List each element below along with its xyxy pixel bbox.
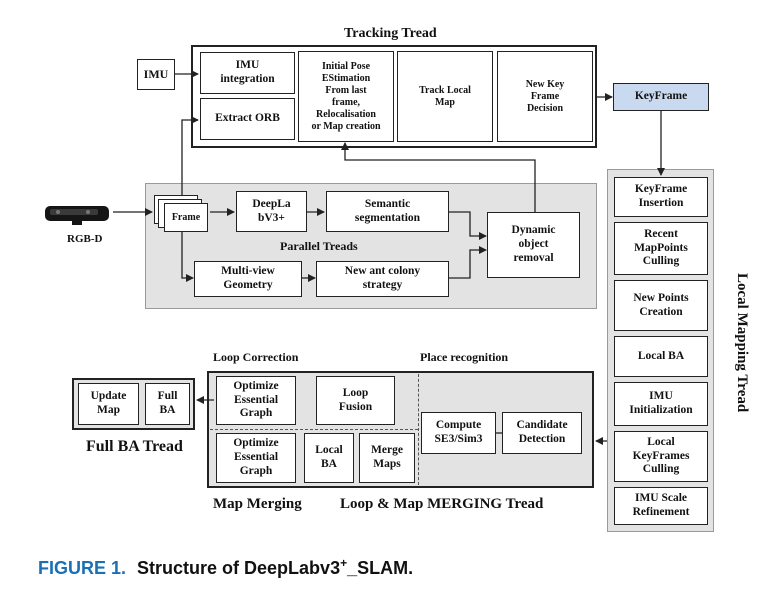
semantic-segmentation-box: Semantic segmentation	[326, 191, 449, 232]
frame-box: Frame	[164, 203, 208, 232]
local-ba-box: Local BA	[614, 336, 708, 377]
keyframe-insertion-box: KeyFrame Insertion	[614, 177, 708, 217]
dynamic-object-removal-box: Dynamic object removal	[487, 212, 580, 278]
new-points-creation-box: New Points Creation	[614, 280, 708, 331]
new-keyframe-decision-box: New Key Frame Decision	[497, 51, 593, 142]
imu-box: IMU	[137, 59, 175, 90]
deeplab-box: DeepLa bV3+	[236, 191, 307, 232]
full-ba-box: Full BA	[145, 383, 190, 425]
loop-merging-title: Loop & Map MERGING Tread	[340, 496, 544, 512]
loop-merging-border	[207, 371, 594, 488]
place-recognition-label: Place recognition	[420, 350, 509, 364]
figure-caption: FIGURE 1. Structure of DeepLabv3+_SLAM.	[38, 556, 413, 579]
merge-maps-box: Merge Maps	[359, 433, 415, 483]
rgbd-label: RGB-D	[67, 233, 103, 245]
caption-superscript: +	[340, 556, 348, 570]
imu-initialization-box: IMU Initialization	[614, 382, 708, 426]
parallel-treads-title: Parallel Treads	[280, 239, 358, 253]
figure-number: FIGURE 1.	[38, 558, 127, 578]
caption-text-end: _SLAM.	[347, 558, 414, 578]
update-map-box: Update Map	[78, 383, 139, 425]
optimize-essential-graph-box-1: Optimize Essential Graph	[216, 376, 296, 425]
loop-vertical-divider	[418, 374, 419, 485]
tracking-thread-title: Tracking Tread	[344, 26, 437, 41]
full-ba-title: Full BA Tread	[86, 438, 183, 455]
local-keyframes-culling-box: Local KeyFrames Culling	[614, 431, 708, 482]
compute-se3-sim3-box: Compute SE3/Sim3	[421, 412, 496, 454]
extract-orb-box: Extract ORB	[200, 98, 295, 140]
initial-pose-estimation-box: Initial Pose EStimation From last frame,…	[298, 51, 394, 142]
local-mapping-title: Local Mapping Tread	[734, 273, 750, 413]
loop-correction-label: Loop Correction	[213, 350, 299, 364]
loop-fusion-box: Loop Fusion	[316, 376, 395, 425]
imu-scale-refinement-box: IMU Scale Refinement	[614, 487, 708, 525]
optimize-essential-graph-box-2: Optimize Essential Graph	[216, 433, 296, 483]
track-local-map-box: Track Local Map	[397, 51, 493, 142]
multiview-geometry-box: Multi-view Geometry	[194, 261, 302, 297]
recent-mappoints-culling-box: Recent MapPoints Culling	[614, 222, 708, 275]
loop-horizontal-divider	[210, 429, 418, 430]
map-merging-label: Map Merging	[213, 496, 302, 512]
imu-integration-box: IMU integration	[200, 52, 295, 94]
loop-local-ba-box: Local BA	[304, 433, 354, 483]
rgbd-camera-icon	[44, 199, 110, 226]
keyframe-box: KeyFrame	[613, 83, 709, 111]
full-ba-border	[72, 378, 195, 430]
caption-text: Structure of DeepLabv3	[137, 558, 341, 578]
candidate-detection-box: Candidate Detection	[502, 412, 582, 454]
ant-colony-strategy-box: New ant colony strategy	[316, 261, 449, 297]
